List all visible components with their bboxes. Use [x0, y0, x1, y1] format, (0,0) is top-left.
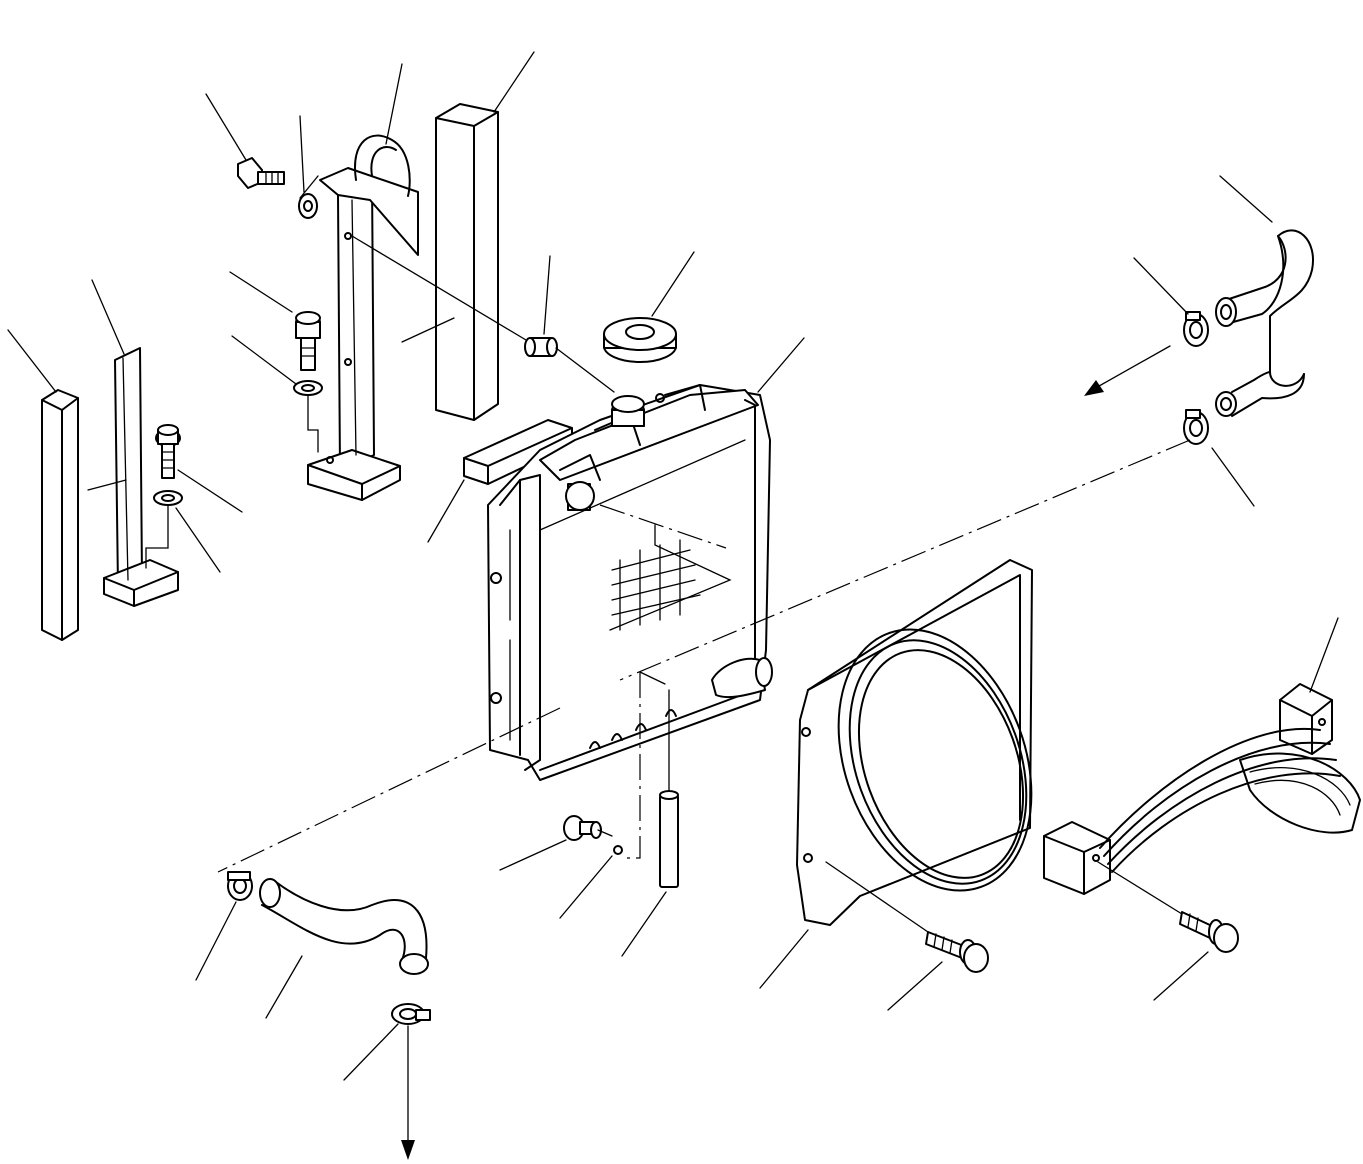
washer [298, 193, 318, 219]
lower-hose [259, 878, 429, 975]
hose-clamp [1183, 311, 1209, 347]
fan-shroud [796, 559, 1033, 926]
bolt [295, 311, 321, 371]
side-cover-panel-left [41, 389, 79, 641]
bolt [925, 931, 989, 973]
stay-bracket-center [307, 134, 419, 501]
bolt [1179, 911, 1239, 953]
overflow-tube [659, 790, 679, 888]
stay-bracket-left [103, 347, 179, 607]
hose-clamp [1183, 409, 1209, 445]
hose-clamp [227, 871, 253, 901]
washer [293, 380, 323, 396]
washer [153, 490, 183, 506]
flow-arrow [401, 1025, 415, 1160]
bushing [524, 337, 558, 357]
fan-guard [1043, 683, 1361, 895]
bolt [155, 424, 181, 479]
drain-cock [563, 815, 623, 855]
radiator-core [487, 384, 773, 781]
radiator-cap [603, 317, 677, 363]
side-panel-upper [435, 103, 499, 421]
upper-hose [1215, 229, 1314, 417]
leader-lines [7, 51, 1339, 1081]
flow-arrow [1084, 345, 1171, 396]
hose-clamp [391, 1003, 431, 1025]
bolt [237, 157, 285, 189]
core-grid [609, 524, 732, 631]
